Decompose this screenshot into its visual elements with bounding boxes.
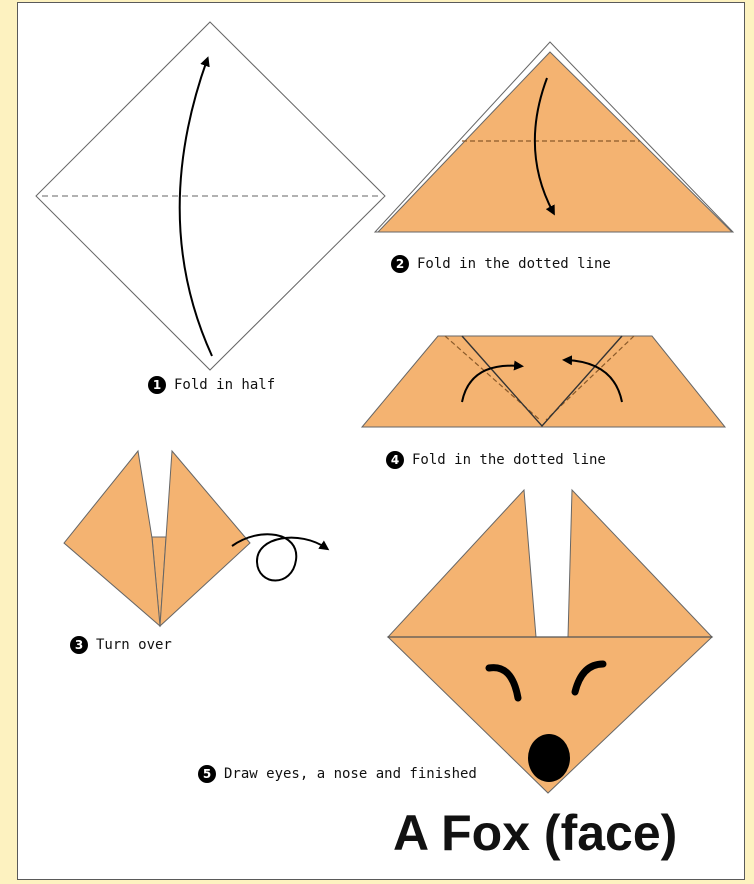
step-4-text: Fold in the dotted line bbox=[412, 452, 606, 468]
step-2-caption: 2 Fold in the dotted line bbox=[391, 255, 611, 273]
step-1-number: 1 bbox=[148, 376, 166, 394]
triangle-front bbox=[378, 52, 732, 232]
step-5-text: Draw eyes, a nose and finished bbox=[224, 766, 477, 782]
step-3-caption: 3 Turn over bbox=[70, 636, 172, 654]
step-1-text: Fold in half bbox=[174, 377, 275, 393]
step-1-caption: 1 Fold in half bbox=[148, 376, 275, 394]
step1-diagram bbox=[36, 22, 385, 370]
left-ear bbox=[64, 451, 160, 626]
page-title: A Fox (face) bbox=[393, 808, 677, 858]
step2-diagram bbox=[375, 42, 733, 232]
nose bbox=[528, 734, 570, 782]
step3-diagram bbox=[64, 451, 326, 626]
step-2-number: 2 bbox=[391, 255, 409, 273]
step-4-caption: 4 Fold in the dotted line bbox=[386, 451, 606, 469]
right-ear bbox=[568, 490, 712, 637]
step-5-caption: 5 Draw eyes, a nose and finished bbox=[198, 765, 477, 783]
step-5-number: 5 bbox=[198, 765, 216, 783]
trapezoid-paper bbox=[362, 336, 725, 427]
step5-diagram bbox=[388, 490, 712, 793]
right-ear bbox=[160, 451, 250, 626]
step-3-number: 3 bbox=[70, 636, 88, 654]
step-4-number: 4 bbox=[386, 451, 404, 469]
left-ear bbox=[388, 490, 536, 637]
step-3-text: Turn over bbox=[96, 637, 172, 653]
step4-diagram bbox=[362, 336, 725, 427]
step-2-text: Fold in the dotted line bbox=[417, 256, 611, 272]
